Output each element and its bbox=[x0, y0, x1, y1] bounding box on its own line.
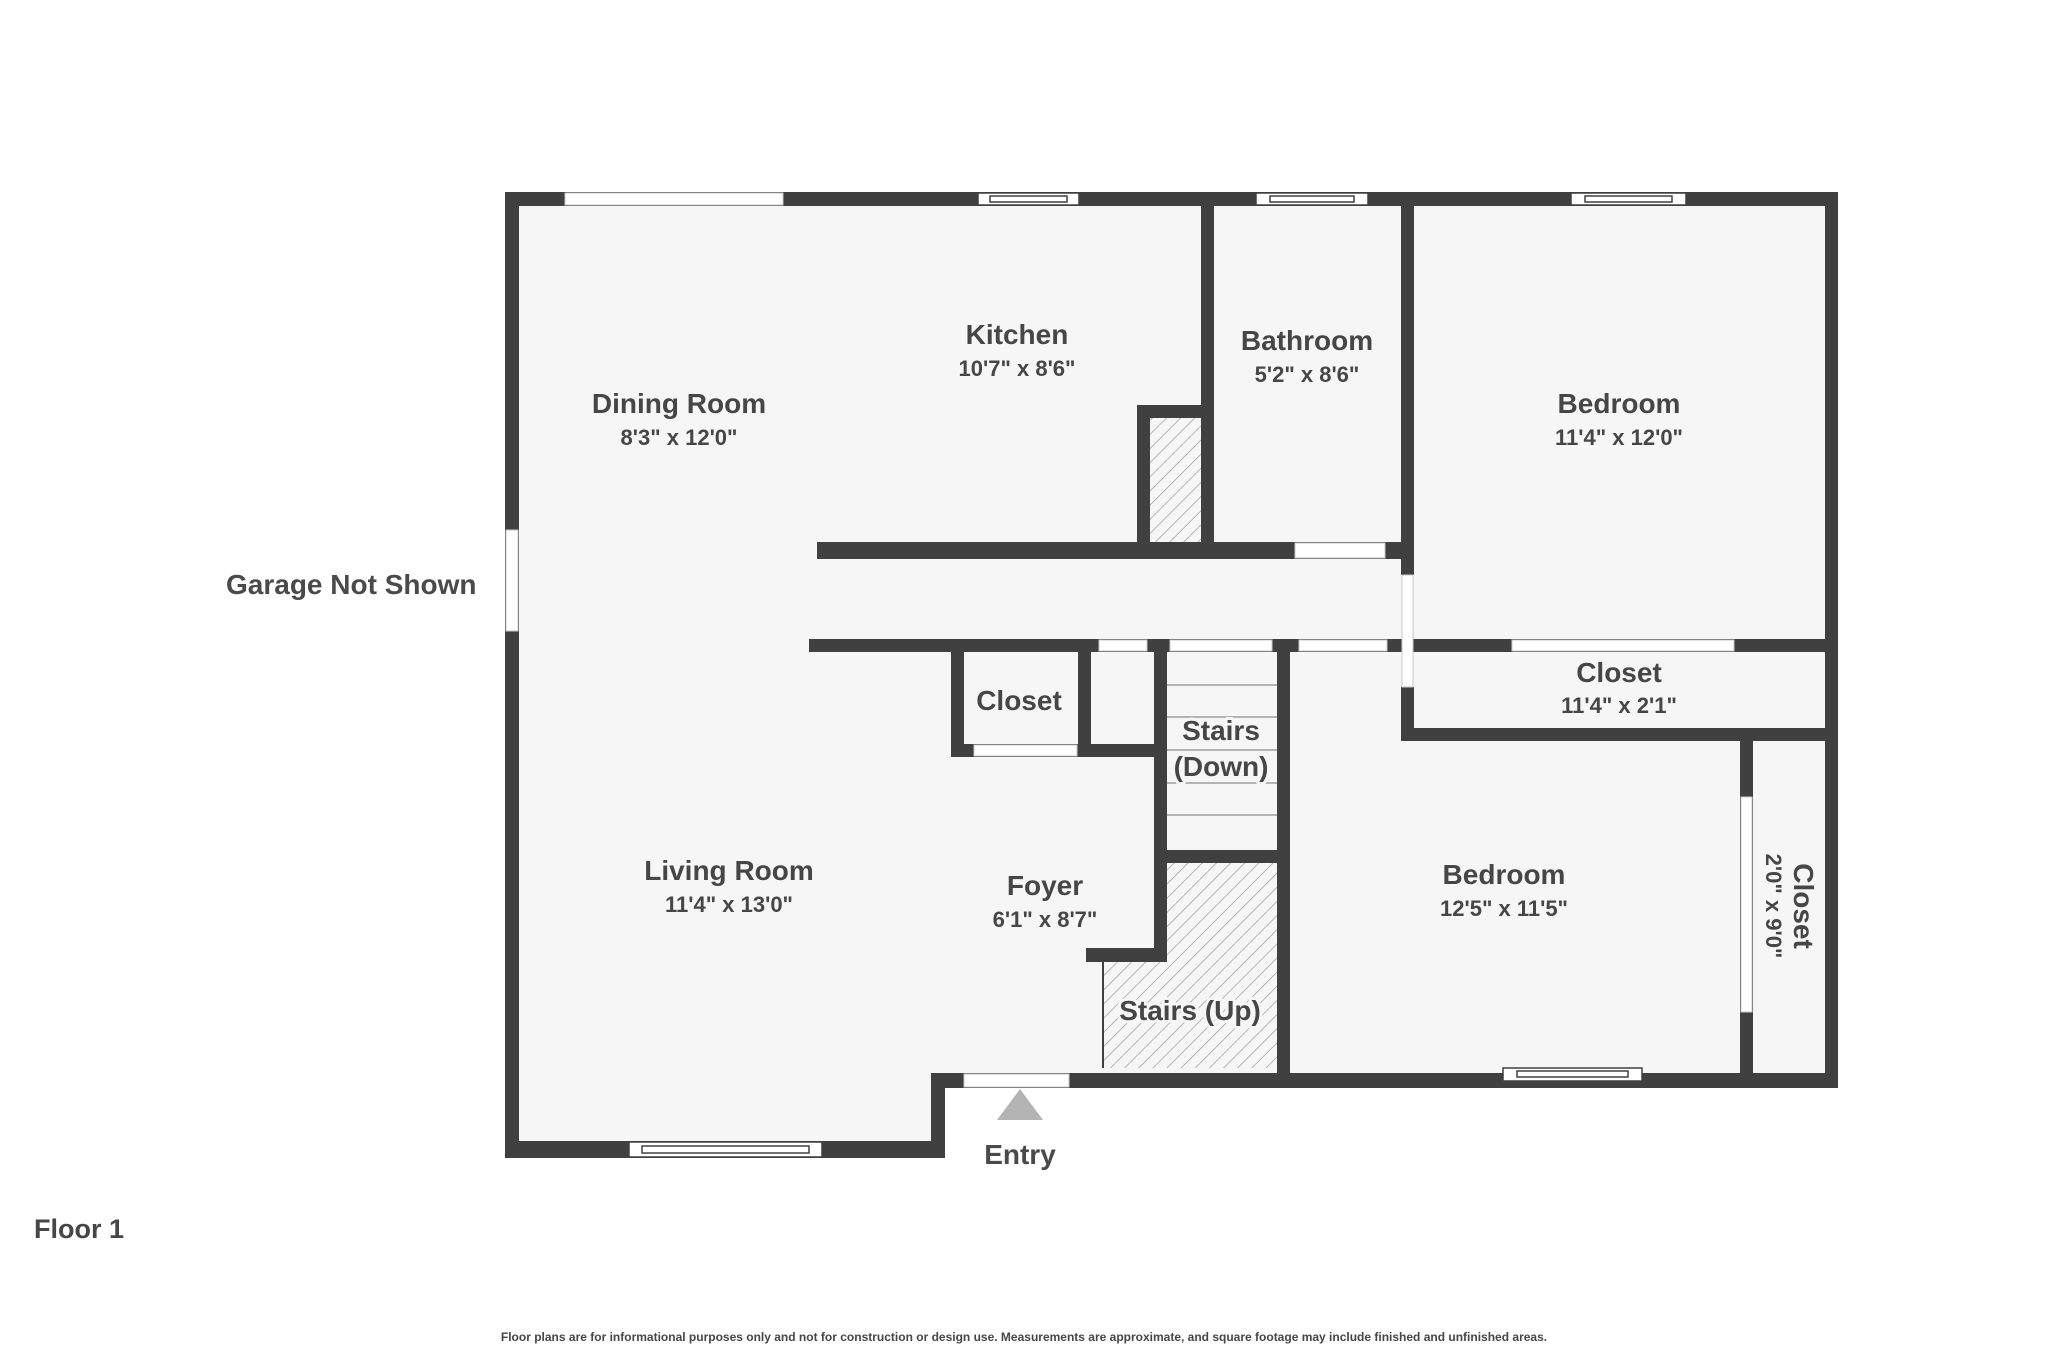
room-dimensions: 8'3" x 12'0" bbox=[621, 425, 738, 450]
window-bathroom bbox=[1255, 192, 1369, 206]
windows bbox=[628, 192, 1687, 1158]
closet-door-hall bbox=[1098, 639, 1148, 652]
stairs-down-opening bbox=[1169, 639, 1273, 652]
window-kitchen bbox=[977, 192, 1080, 206]
floor-label: Floor 1 bbox=[34, 1214, 125, 1244]
room-dimensions: 11'4" x 12'0" bbox=[1555, 425, 1683, 450]
room-name: Closet bbox=[976, 685, 1062, 716]
closet-1-door bbox=[1511, 639, 1735, 652]
room-name: Foyer bbox=[1007, 870, 1083, 901]
window-bedroom-1 bbox=[1570, 192, 1687, 206]
entry-door bbox=[963, 1073, 1070, 1088]
room-name: Stairs (Up) bbox=[1119, 995, 1261, 1026]
room-closet-bedroom-2: Closet 2'0" x 9'0" bbox=[1758, 851, 1822, 962]
room-dimensions: 12'5" x 11'5" bbox=[1440, 896, 1568, 921]
room-name: Bedroom bbox=[1558, 388, 1681, 419]
room-name: Closet bbox=[1788, 863, 1819, 949]
room-foyer: Foyer 6'1" x 8'7" bbox=[990, 867, 1101, 935]
room-stairs-down: Stairs (Down) bbox=[1171, 712, 1272, 785]
entry-arrow-icon bbox=[997, 1089, 1043, 1120]
room-name: Bathroom bbox=[1241, 325, 1373, 356]
room-name: Dining Room bbox=[592, 388, 766, 419]
bedroom-2-door bbox=[1298, 639, 1388, 652]
room-living-room: Living Room 11'4" x 13'0" bbox=[641, 852, 817, 920]
garage-door-opening bbox=[505, 529, 519, 632]
window-living-room bbox=[628, 1141, 823, 1158]
room-dimensions: 5'2" x 8'6" bbox=[1255, 362, 1360, 387]
room-name: Living Room bbox=[644, 855, 814, 886]
garage-not-shown-label: Garage Not Shown bbox=[226, 569, 476, 600]
closet-2-door bbox=[1740, 796, 1753, 1013]
room-dining-room: Dining Room 8'3" x 12'0" bbox=[589, 385, 769, 453]
window-bedroom-2 bbox=[1502, 1067, 1643, 1082]
bathroom-door bbox=[1294, 542, 1386, 559]
room-name: Closet bbox=[1576, 657, 1662, 688]
room-stairs-up: Stairs (Up) bbox=[1116, 992, 1264, 1029]
chase-hatch bbox=[1150, 418, 1201, 542]
dining-opening-top bbox=[564, 192, 784, 206]
room-dimensions: 2'0" x 9'0" bbox=[1761, 854, 1786, 959]
room-closet-hall: Closet bbox=[973, 682, 1065, 719]
bedroom-1-door bbox=[1401, 574, 1414, 688]
room-kitchen: Kitchen 10'7" x 8'6" bbox=[956, 316, 1079, 384]
room-dimensions: 10'7" x 8'6" bbox=[959, 356, 1076, 381]
room-bathroom: Bathroom 5'2" x 8'6" bbox=[1238, 322, 1376, 390]
room-bedroom-2: Bedroom 12'5" x 11'5" bbox=[1437, 856, 1571, 924]
stairs-down-treads bbox=[1167, 684, 1277, 816]
room-closet-bedroom-1: Closet 11'4" x 2'1" bbox=[1558, 654, 1680, 721]
room-name: Bedroom bbox=[1443, 859, 1566, 890]
disclaimer-text: Floor plans are for informational purpos… bbox=[500, 1330, 1548, 1344]
room-bedroom-1: Bedroom 11'4" x 12'0" bbox=[1552, 385, 1686, 453]
room-dimensions: 11'4" x 2'1" bbox=[1561, 693, 1677, 718]
room-dimensions: 6'1" x 8'7" bbox=[993, 907, 1098, 932]
room-dimensions: 11'4" x 13'0" bbox=[665, 892, 793, 917]
door-openings bbox=[505, 192, 1753, 1088]
stairs-up-hatch bbox=[1103, 863, 1277, 1068]
room-name-line1: Stairs bbox=[1182, 715, 1260, 746]
entry-label: Entry bbox=[984, 1139, 1056, 1170]
small-closet-door bbox=[973, 744, 1078, 757]
room-name-line2: (Down) bbox=[1174, 751, 1269, 782]
room-name: Kitchen bbox=[966, 319, 1069, 350]
